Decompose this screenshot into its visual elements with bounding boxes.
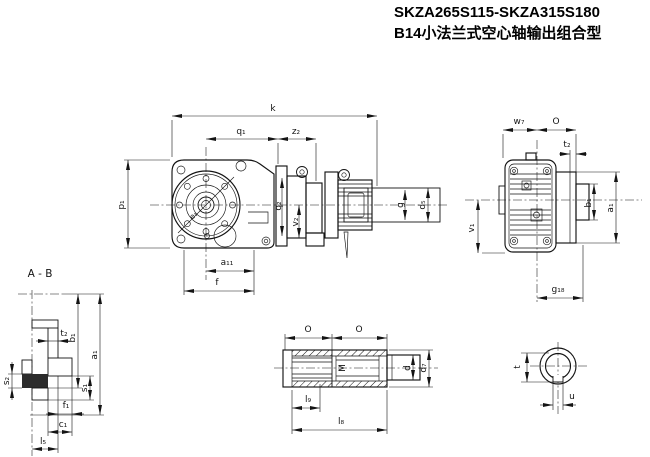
dim-label-k: k [270,104,276,114]
section-centerline [18,290,62,456]
variant-title: B14小法兰式空心轴输出组合型 [394,25,602,42]
side-view: w₇ O t₂ v₁ b₁ a₁ g₁₈ [465,117,642,302]
shaft-bore-section: t u [513,342,588,414]
dim-label-f1: f₁ [63,401,70,411]
section-a-b: A - B t₂ s₂ b₁ [2,268,104,456]
dim-label-v1: v₁ [467,223,477,232]
bore-outer-circle [539,347,577,385]
dim-label-g18: g₁₈ [552,285,565,295]
dim-label-d5: d₅ [418,200,428,210]
flange-plate-section [31,319,59,329]
section-title: A - B [28,268,53,280]
dim-label-a1-section: a₁ [90,350,100,360]
dim-label-a11: a₁₁ [221,258,234,268]
hub-section [47,357,73,377]
dim-label-o: O [552,117,559,127]
dim-label-t2-section: t₂ [60,329,68,339]
dim-label-o1: O [304,325,311,335]
dim-label-u: u [569,392,575,402]
section-dimensions: t₂ s₂ b₁ a₁ s₁ f₁ c₁ [2,294,104,453]
input-cover [498,185,506,215]
terminal-box [343,187,369,223]
lifting-eye-icon [296,166,308,178]
dim-label-l9: l₉ [305,395,312,405]
dim-label-z2: z₂ [292,127,301,137]
dim-label-q2: q₂ [274,201,284,211]
front-view-dimensions: k q₁ z₂ p₁ q₂ v₂ g d₅ [117,104,430,295]
dim-label-w7: w₇ [514,117,525,127]
dim-label-v2: v₂ [291,217,301,226]
motor [324,171,441,239]
thread-label-m: M [338,364,348,372]
dim-label-q1: q₁ [236,127,246,137]
stub-shaft [386,354,421,381]
dim-label-s2: s₂ [2,376,12,385]
dim-label-c1: c₁ [59,420,68,430]
hollow-shaft-detail: M O O d d₇ l₉ l₈ [274,325,438,434]
side-view-dimensions: w₇ O t₂ v₁ b₁ a₁ g₁₈ [467,117,620,302]
dim-label-s1: s₁ [80,383,90,392]
shaft-end-section [282,349,293,388]
housing-details [176,160,271,248]
dim-label-g: g [396,202,406,208]
dim-label-d: d [403,365,413,371]
rib-detail [343,231,349,259]
shaft-dimensions: O O d d₇ l₉ l₈ [284,325,433,434]
dim-label-e1: e₁ [187,209,199,221]
retaining-element-section [22,374,48,388]
output-flange-face: e₁ [171,170,241,240]
bore-dimensions: t u [513,352,576,407]
dim-label-l5: l₅ [40,437,47,447]
dim-label-t: t [513,365,523,369]
dim-label-d7: d₇ [419,363,429,373]
fan-cowl [371,187,441,223]
front-view: e₁ [117,104,448,295]
keyway [553,375,563,382]
lifting-eye-icon [338,169,350,181]
model-range-title: SKZA265S115-SKZA315S180 [394,4,600,21]
dim-label-t2-side: t₂ [563,140,571,150]
dim-label-o2: O [355,325,362,335]
flange-block-side [555,171,577,244]
title-block: SKZA265S115-SKZA315S180 B14小法兰式空心轴输出组合型 [394,2,602,44]
dim-label-b1-section: b₁ [68,333,78,343]
dim-label-b1-side: b₁ [584,198,594,208]
dim-label-l8: l₈ [338,417,345,427]
flange-plate-side [575,183,590,221]
gearbox-housing [171,159,275,249]
dim-label-p1: p₁ [117,200,127,210]
top-lug [525,152,537,161]
output-adapter [275,165,350,259]
dim-label-f: f [215,278,219,288]
dim-label-a1-side: a₁ [606,203,616,213]
